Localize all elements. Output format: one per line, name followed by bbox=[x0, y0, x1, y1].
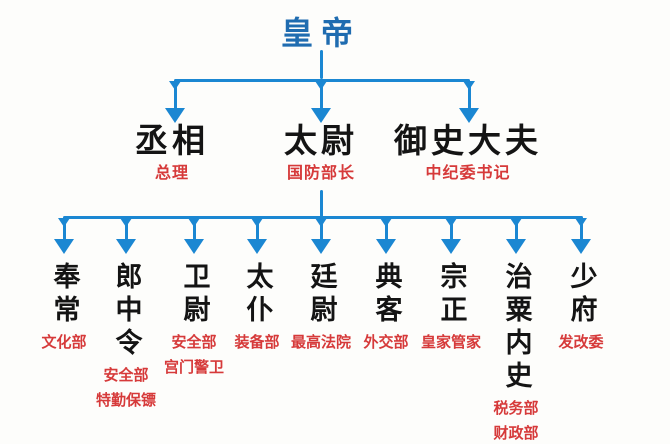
connector-stem-taiwei bbox=[320, 190, 323, 217]
node-modern-label: 特勤保镖 bbox=[95, 390, 156, 409]
node-title: 奉常 bbox=[48, 262, 80, 328]
node-taipu: 太仆 装备部 bbox=[215, 262, 299, 353]
node-title: 典客 bbox=[370, 262, 402, 328]
connector-drop-line bbox=[320, 81, 323, 109]
node-title: 太仆 bbox=[241, 262, 273, 328]
connector-arrowhead bbox=[311, 108, 331, 123]
connector-arrowhead bbox=[116, 239, 136, 254]
node-modern-label: 国防部长 bbox=[286, 162, 355, 182]
connector-arrowhead bbox=[54, 239, 74, 254]
node-tingwei: 廷尉 最高法院 bbox=[279, 262, 363, 353]
connector-drop-line bbox=[580, 218, 583, 240]
node-fengchang: 奉常 文化部 bbox=[22, 262, 106, 353]
node-title: 郎中令 bbox=[110, 262, 142, 361]
node-modern-label: 皇家管家 bbox=[420, 333, 481, 351]
connector-drop-line bbox=[385, 218, 388, 240]
node-dianke: 典客 外交部 bbox=[344, 262, 428, 353]
node-modern-label: 最高法院 bbox=[290, 333, 351, 351]
connector-drop-line bbox=[256, 218, 259, 240]
connector-arrowhead bbox=[571, 239, 591, 254]
node-modern-label: 中纪委书记 bbox=[425, 162, 511, 182]
node-emperor: 皇帝 bbox=[280, 14, 361, 52]
connector-arrowhead bbox=[441, 239, 461, 254]
node-title: 丞相 bbox=[135, 121, 209, 160]
node-zongzheng: 宗正 皇家管家 bbox=[409, 262, 493, 353]
node-langzhongling: 郎中令 安全部 特勤保镖 bbox=[84, 262, 168, 410]
connector-drop-line bbox=[63, 218, 66, 240]
node-modern-label: 发改委 bbox=[558, 333, 604, 351]
node-chengxiang: 丞相 总理 bbox=[87, 122, 257, 182]
node-title: 治粟内史 bbox=[500, 262, 532, 394]
connector-drop-line bbox=[125, 218, 128, 240]
node-shaofu: 少府 发改委 bbox=[539, 262, 623, 353]
node-modern-label: 财政部 bbox=[493, 423, 539, 442]
node-title: 太尉 bbox=[284, 121, 358, 160]
node-taiwei: 太尉 国防部长 bbox=[236, 122, 406, 182]
node-title: 少府 bbox=[565, 262, 597, 328]
node-zhisuneishi: 治粟内史 税务部 财政部 bbox=[474, 262, 558, 443]
connector-drop-line bbox=[515, 218, 518, 240]
connector-hline-level1 bbox=[174, 79, 470, 82]
connector-arrowhead bbox=[184, 239, 204, 254]
connector-arrowhead bbox=[459, 108, 479, 123]
node-weiwei: 卫尉 安全部 宫门警卫 bbox=[152, 262, 236, 377]
node-title: 卫尉 bbox=[178, 262, 210, 328]
connector-stem-emperor bbox=[320, 50, 323, 79]
node-modern-label: 总理 bbox=[154, 162, 189, 182]
node-modern-label: 安全部 bbox=[103, 366, 149, 384]
connector-drop-line bbox=[193, 218, 196, 240]
node-modern-label: 文化部 bbox=[41, 333, 87, 351]
connector-hline-level2 bbox=[63, 216, 583, 219]
node-modern-label: 外交部 bbox=[363, 333, 409, 351]
connector-arrowhead bbox=[247, 239, 267, 254]
connector-arrowhead bbox=[165, 108, 185, 123]
connector-drop-line bbox=[174, 81, 177, 109]
node-title: 廷尉 bbox=[305, 262, 337, 328]
connector-arrowhead bbox=[311, 239, 331, 254]
node-modern-label: 装备部 bbox=[234, 333, 280, 351]
node-yushidafu: 御史大夫 中纪委书记 bbox=[383, 122, 553, 182]
node-modern-label: 宫门警卫 bbox=[163, 357, 224, 376]
connector-arrowhead bbox=[376, 239, 396, 254]
connector-drop-line bbox=[320, 218, 323, 240]
connector-drop-line bbox=[468, 81, 471, 109]
connector-drop-line bbox=[450, 218, 453, 240]
node-modern-label: 安全部 bbox=[171, 333, 217, 351]
node-title: 御史大夫 bbox=[394, 121, 542, 160]
node-modern-label: 税务部 bbox=[493, 399, 539, 417]
connector-arrowhead bbox=[506, 239, 526, 254]
node-title: 宗正 bbox=[435, 262, 467, 328]
